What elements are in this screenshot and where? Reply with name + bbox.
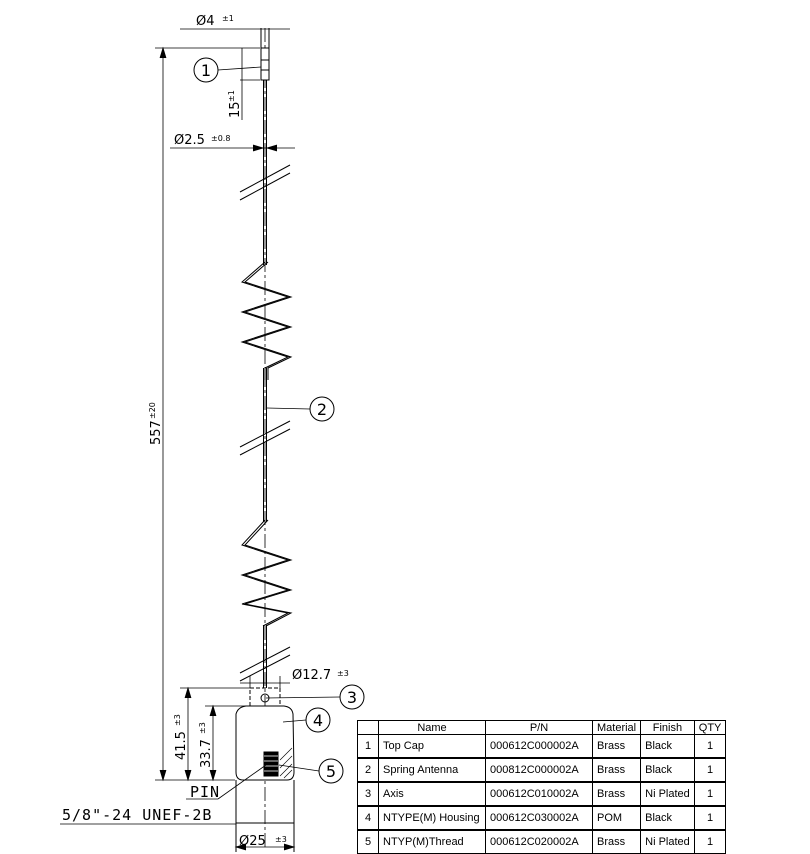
bom-header-no — [357, 720, 379, 735]
dim-base-top-diameter: Ø12.7 — [292, 668, 331, 683]
bom-pn: 000612C030002A — [485, 805, 593, 831]
bom-header-finish: Finish — [640, 720, 695, 735]
balloon-1-label: 1 — [201, 61, 211, 80]
thread-spec-label: 5/8"-24 UNEF-2B — [62, 806, 212, 824]
top-cap — [260, 47, 270, 81]
dim-base-diameter-tol: ±3 — [275, 835, 287, 844]
bom-material: Brass — [591, 734, 642, 759]
table-row: 5 NTYP(M)Thread 000612C020002A Brass Ni … — [357, 829, 727, 854]
thread-insert — [263, 751, 279, 777]
dim-whip-diameter-tol: ±0.8 — [211, 134, 230, 143]
dim-base-height: 41.5 — [174, 731, 189, 760]
balloon-5 — [318, 758, 344, 784]
bom-name: Top Cap — [378, 734, 486, 759]
table-row: 3 Axis 000612C010002A Brass Ni Plated 1 — [357, 781, 727, 807]
pin-label: PIN — [190, 783, 220, 801]
dim-whip-diameter: Ø2.5 — [174, 133, 205, 148]
dim-base-body-height: 33.7 — [199, 739, 214, 768]
bom-name: NTYPE(M) Housing — [378, 805, 486, 831]
bom-name: NTYP(M)Thread — [378, 829, 486, 854]
bom-material: POM — [591, 805, 642, 831]
dim-base-height-tol: ±3 — [173, 714, 182, 726]
bom-no: 4 — [357, 805, 379, 831]
whip-upper — [263, 80, 267, 265]
bom-finish: Ni Plated — [640, 781, 695, 807]
bom-finish: Black — [640, 805, 695, 831]
whip-middle — [263, 368, 267, 522]
bom-qty: 1 — [693, 829, 727, 854]
bom-no: 2 — [357, 757, 379, 783]
balloon-2 — [309, 396, 335, 422]
bom-qty: 1 — [693, 734, 727, 759]
bom-finish: Ni Plated — [640, 829, 695, 854]
balloon-2-label: 2 — [317, 400, 327, 419]
dim-base-diameter: Ø25 — [239, 834, 266, 849]
dim-overall-length: 557 — [149, 420, 164, 445]
bom-name: Spring Antenna — [378, 757, 486, 783]
balloon-3-label: 3 — [347, 688, 357, 707]
bom-pn: 000812C000002A — [485, 757, 593, 783]
balloon-3 — [339, 684, 365, 710]
spring-coil-upper — [240, 261, 290, 380]
bill-of-materials: Name P/N Material Finish QTY 1 Top Cap 0… — [357, 720, 727, 854]
bom-finish: Black — [640, 734, 695, 759]
balloon-4-label: 4 — [313, 711, 323, 730]
spring-coil-lower — [240, 519, 290, 627]
table-row: 2 Spring Antenna 000812C000002A Brass Bl… — [357, 757, 727, 783]
bom-name: Axis — [378, 781, 486, 807]
bom-header-name: Name — [378, 720, 486, 735]
bom-pn: 000612C010002A — [485, 781, 593, 807]
whip-lower — [263, 625, 267, 688]
dim-tip-length-tol: ±1 — [227, 90, 236, 102]
bom-material: Brass — [591, 757, 642, 783]
balloon-4 — [305, 707, 331, 733]
bom-no: 5 — [357, 829, 379, 854]
bom-material: Brass — [591, 781, 642, 807]
bom-header-qty: QTY — [693, 720, 727, 735]
bom-header-pn: P/N — [485, 720, 593, 735]
bom-header-material: Material — [591, 720, 642, 735]
table-row: 4 NTYPE(M) Housing 000612C030002A POM Bl… — [357, 805, 727, 831]
bom-qty: 1 — [693, 757, 727, 783]
bom-finish: Black — [640, 757, 695, 783]
bom-pn: 000612C020002A — [485, 829, 593, 854]
bom-no: 1 — [357, 734, 379, 759]
table-row: 1 Top Cap 000612C000002A Brass Black 1 — [357, 734, 727, 759]
dim-tip-diameter: Ø4 — [196, 14, 215, 29]
balloon-1 — [193, 57, 219, 83]
dim-tip-diameter-tol: ±1 — [222, 14, 234, 23]
bom-qty: 1 — [693, 805, 727, 831]
dim-tip-length: 15 — [228, 101, 243, 118]
bom-qty: 1 — [693, 781, 727, 807]
dim-overall-length-tol: ±20 — [148, 402, 157, 419]
balloon-5-label: 5 — [326, 762, 336, 781]
bom-header-row: Name P/N Material Finish QTY — [357, 720, 727, 735]
bom-no: 3 — [357, 781, 379, 807]
housing — [235, 705, 295, 781]
bom-pn: 000612C000002A — [485, 734, 593, 759]
dim-base-body-height-tol: ±3 — [198, 722, 207, 734]
bom-material: Brass — [591, 829, 642, 854]
dim-base-top-diameter-tol: ±3 — [337, 669, 349, 678]
